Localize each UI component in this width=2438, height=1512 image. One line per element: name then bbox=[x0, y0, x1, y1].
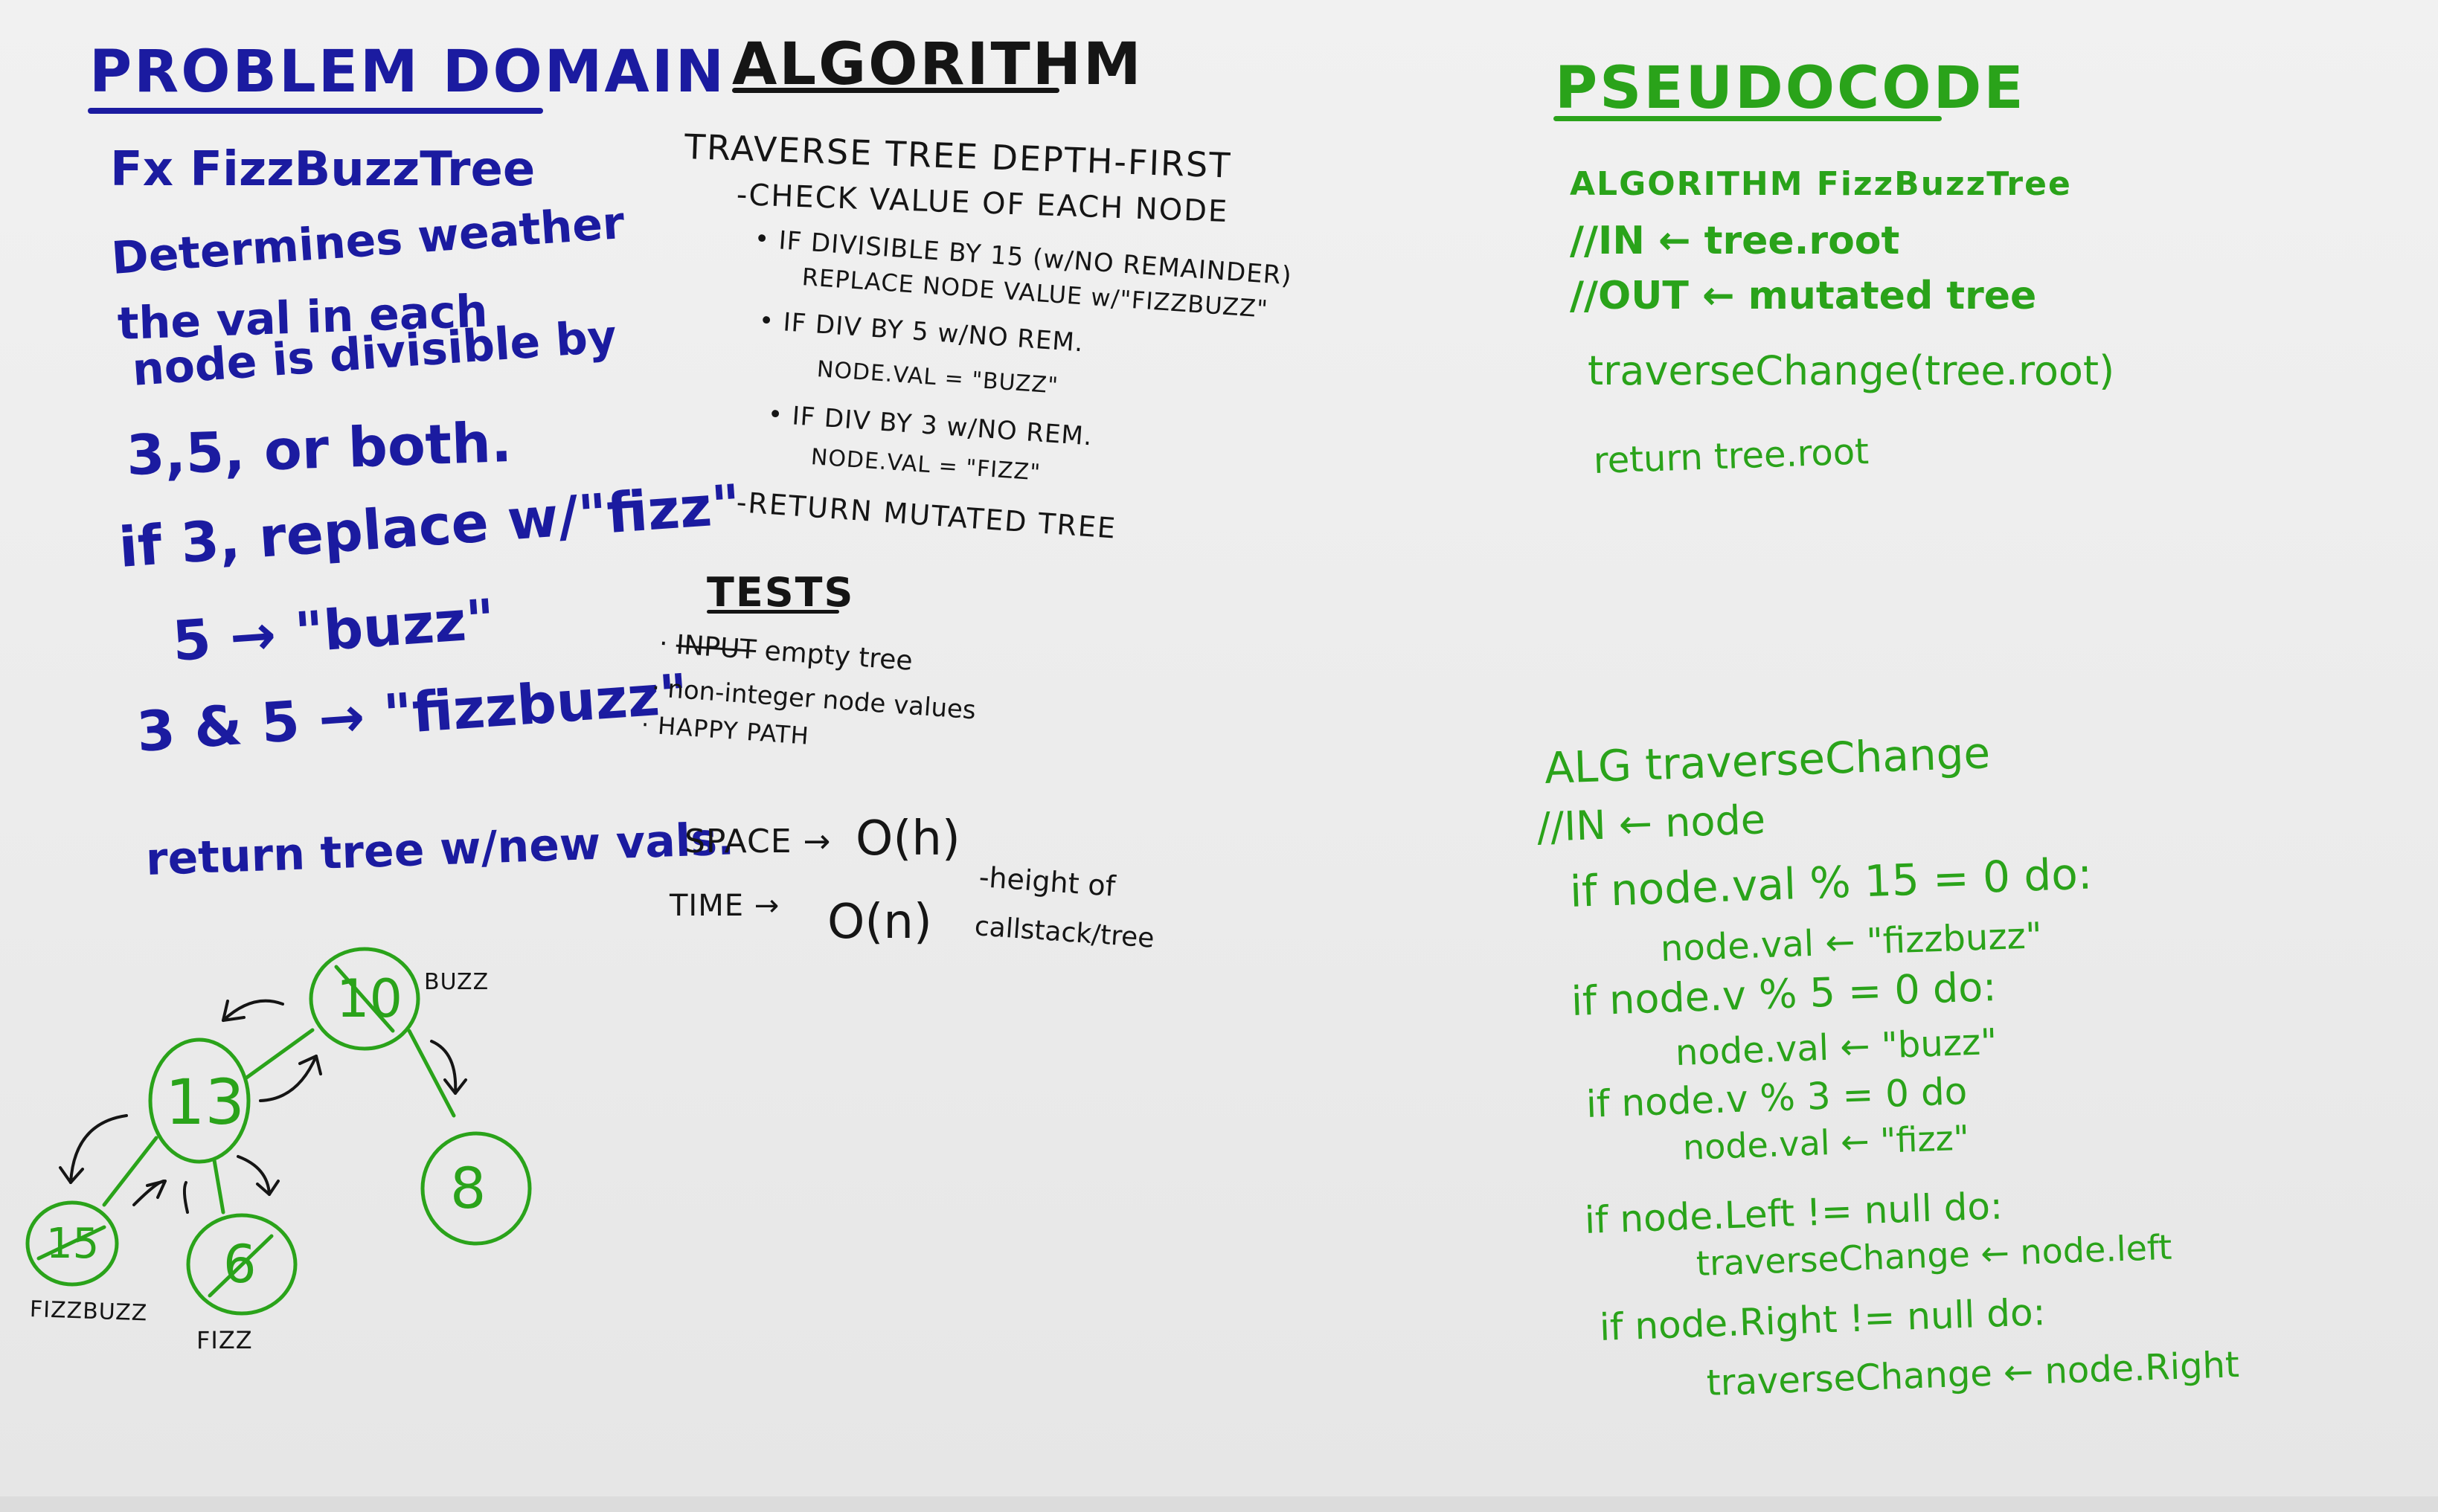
space-value: O(h) bbox=[856, 811, 960, 866]
board-bottom-edge bbox=[0, 1496, 2438, 1512]
tree-strike-left-left bbox=[36, 1225, 106, 1261]
pseudo-alg-1: ALGORITHM FizzBuzzTree bbox=[1570, 165, 2072, 203]
pseudo-in-1: //IN ← tree.root bbox=[1570, 219, 1900, 263]
time-value: O(n) bbox=[827, 895, 932, 950]
tree-node-left-left-label: FIZZBUZZ bbox=[29, 1296, 148, 1327]
tree-edge-root-right bbox=[407, 1029, 456, 1118]
algorithm-heading: ALGORITHM bbox=[732, 31, 1143, 98]
pseudo-return-1: return tree.root bbox=[1593, 431, 1870, 482]
tree-edge-left-leftleft bbox=[102, 1136, 158, 1207]
fx-line: Fx FizzBuzzTree bbox=[110, 142, 536, 197]
tests-heading: TESTS bbox=[707, 569, 855, 616]
pseudo-out-1: //OUT ← mutated tree bbox=[1570, 274, 2037, 318]
pseudo-in-2: //IN ← node bbox=[1536, 796, 1766, 851]
tree-edge-root-left bbox=[243, 1028, 315, 1081]
pseudocode-underline bbox=[1553, 116, 1942, 121]
tree-node-left: 13 bbox=[165, 1066, 245, 1139]
tree-node-left-right: 6 bbox=[223, 1234, 257, 1295]
problem-domain-underline bbox=[88, 108, 543, 114]
pseudo-set-buzz: node.val ← "buzz" bbox=[1675, 1020, 1998, 1074]
tree-node-left-left: 15 bbox=[46, 1220, 100, 1268]
tree-node-right-circle bbox=[420, 1131, 532, 1246]
tree-node-left-right-circle bbox=[186, 1213, 298, 1316]
tree-strike-root bbox=[334, 965, 395, 1033]
tests-underline bbox=[707, 610, 839, 614]
traverse-arrow-7 bbox=[237, 1155, 271, 1196]
time-label: TIME → bbox=[670, 889, 780, 923]
traverse-arrow-2 bbox=[259, 1055, 318, 1102]
problem-domain-heading: PROBLEM DOMAIN bbox=[89, 39, 727, 106]
traverse-arrow-6 bbox=[182, 1181, 189, 1214]
traverse-arrow-1 bbox=[222, 999, 284, 1022]
tree-edge-left-leftright bbox=[212, 1158, 225, 1215]
tree-node-left-left-circle bbox=[25, 1200, 119, 1287]
traverse-arrow-4 bbox=[69, 1114, 128, 1184]
tree-node-left-right-label: FIZZ bbox=[196, 1326, 253, 1354]
algorithm-underline bbox=[732, 88, 1059, 93]
tree-node-root-label: BUZZ bbox=[424, 969, 490, 995]
tree-node-left-circle bbox=[148, 1038, 251, 1164]
tree-strike-left-right bbox=[208, 1234, 274, 1298]
tree-node-root: 10 bbox=[336, 968, 403, 1029]
tree-node-root-circle bbox=[309, 947, 420, 1051]
tree-node-right: 8 bbox=[450, 1155, 487, 1221]
pseudo-call-1: traverseChange(tree.root) bbox=[1588, 347, 2115, 394]
space-label: SPACE → bbox=[684, 823, 832, 860]
traverse-arrow-3 bbox=[430, 1040, 458, 1095]
pseudocode-heading: PSEUDOCODE bbox=[1555, 55, 2026, 122]
pseudo-set-fizz: node.val ← "fizz" bbox=[1682, 1117, 1970, 1168]
